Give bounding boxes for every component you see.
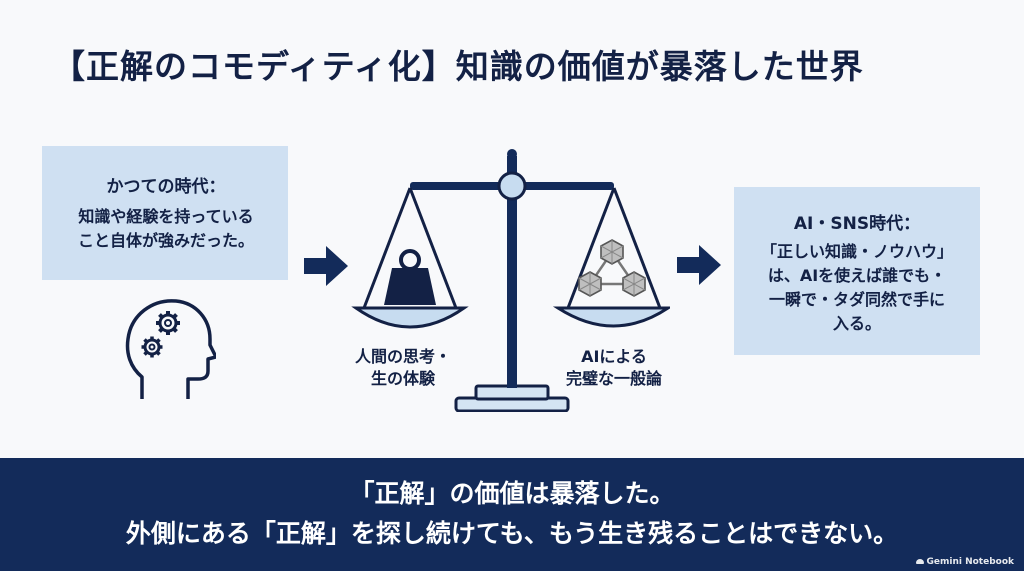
human-experience-line-1: 人間の思考・ [354,347,451,366]
ai-general-theory-line-2: 完璧な一般論 [565,369,662,388]
page-title: 【正解のコモディティ化】知識の価値が暴落した世界 [52,47,864,86]
ai-sns-era-text: 「正しい知識・ノウハウ」 は、AIを使えば誰でも・ 一瞬で・タダ同然で手に 入る… [742,240,972,336]
ai-sns-era-line-3: 一瞬で・タダ同然で手に [768,290,945,309]
cloud-icon [915,559,924,564]
balance-scale-icon [350,148,673,416]
head-with-gears-icon [124,295,218,407]
conclusion-line-2: 外側にある「正解」を探し続けても、もう生き残ることはできない。 [125,519,899,548]
ai-sns-era-box: AI・SNS時代： 「正しい知識・ノウハウ」 は、AIを使えば誰でも・ 一瞬で・… [734,187,980,355]
past-era-line-1: 知識や経験を持っている [78,207,254,226]
human-experience-label: 人間の思考・ 生の体験 [328,346,478,390]
conclusion-line-1: 「正解」の価値は暴落した。 [349,479,675,508]
ai-sns-era-line-2: は、AIを使えば誰でも・ [767,266,947,285]
ai-sns-era-heading: AI・SNS時代： [793,214,921,234]
watermark-text: Gemini Notebook [926,557,1015,567]
right-arrow-icon [677,245,721,289]
conclusion-banner: 「正解」の価値は暴落した。 外側にある「正解」を探し続けても、もう生き残ることは… [0,458,1024,571]
past-era-box: かつての時代： 知識や経験を持っている こと自体が強みだった。 [42,146,288,280]
weight-icon [384,249,436,305]
human-experience-line-2: 生の体験 [370,369,435,388]
ai-general-theory-label: AIによる 完璧な一般論 [546,346,682,390]
ai-general-theory-line-1: AIによる [581,347,647,366]
ai-sns-era-line-1: 「正しい知識・ノウハウ」 [760,242,953,261]
past-era-line-2: こと自体が強みだった。 [77,231,254,250]
right-arrow-icon [304,246,348,290]
past-era-heading: かつての時代： [106,177,226,197]
ai-sns-era-line-4: 入る。 [832,314,881,333]
past-era-text: 知識や経験を持っている こと自体が強みだった。 [54,205,278,253]
watermark: Gemini Notebook [915,557,1015,567]
network-nodes-icon [578,239,646,297]
